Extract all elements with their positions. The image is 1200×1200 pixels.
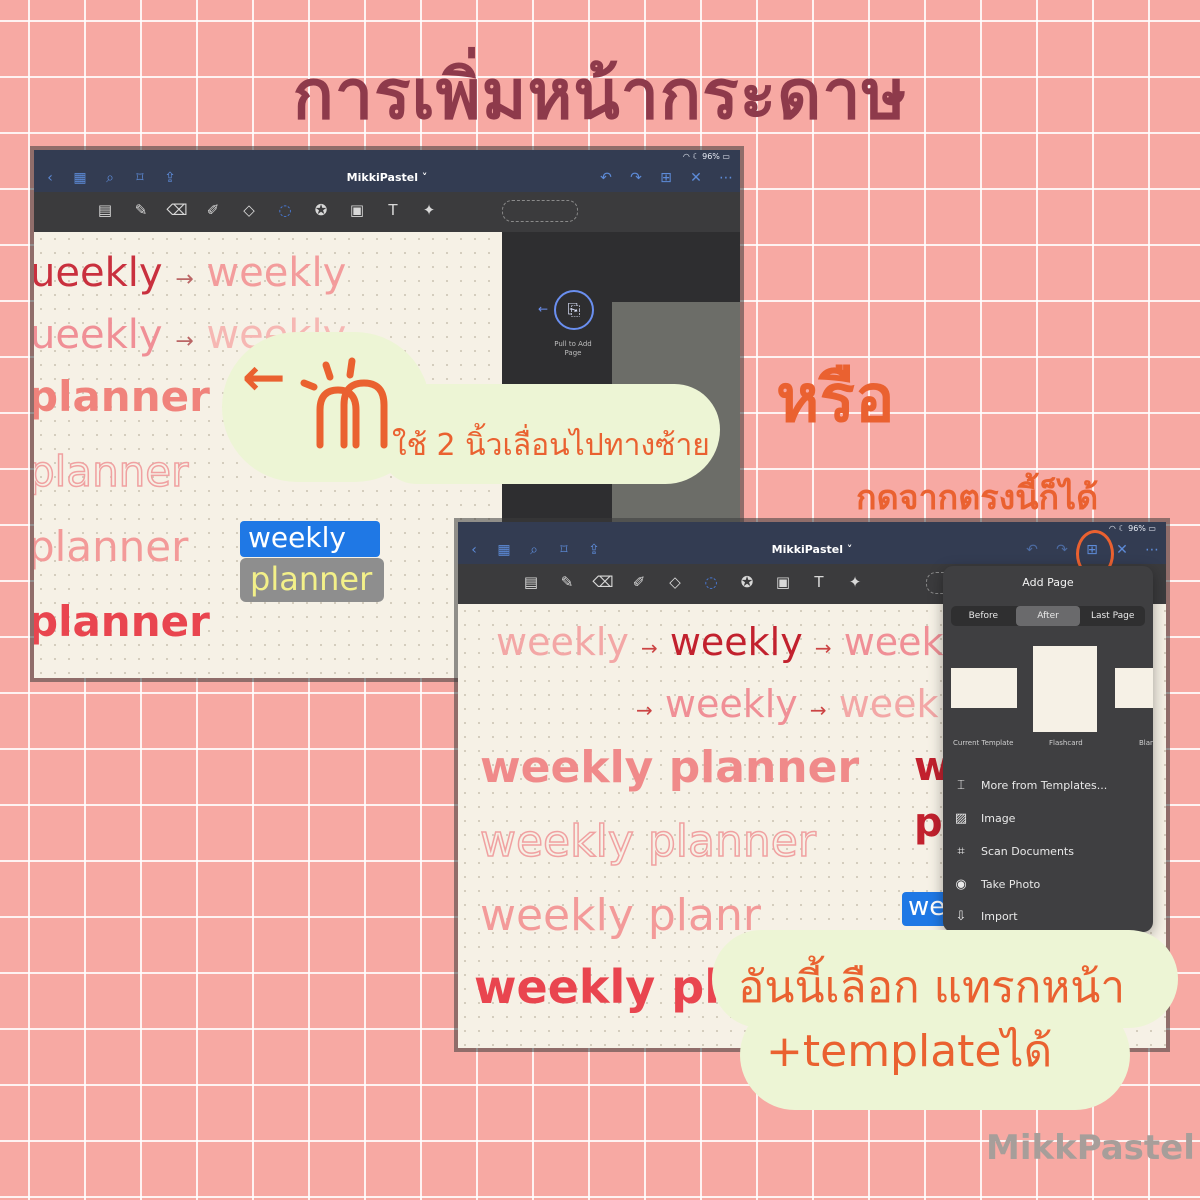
handwriting-planner: planner xyxy=(34,522,189,571)
page-title: การเพิ่มหน้ากระดาษ xyxy=(292,56,908,135)
tab-after[interactable]: After xyxy=(1015,606,1081,626)
handwriting-line: → weekly → week xyxy=(636,682,939,726)
pen-icon[interactable]: ✎ xyxy=(560,573,574,591)
arrow-left-icon: ← xyxy=(538,302,549,316)
bookmark-icon[interactable]: ⌑ xyxy=(560,542,568,558)
nav-bar: ‹ ▦ ⌕ ⌑ ⇪ MikkiPastel ˅ ↶ ↷ ⊞ ✕ ⋯ xyxy=(34,164,740,192)
scan-icon: ⌗ xyxy=(957,844,965,859)
templates-icon: ⌶ xyxy=(957,778,965,793)
handwriting-row: weekly pl xyxy=(474,960,720,1014)
search-icon[interactable]: ⌕ xyxy=(106,170,114,186)
share-icon[interactable]: ⇪ xyxy=(164,170,176,186)
handwriting-line: ueekly → weekly xyxy=(34,250,347,296)
shapes-icon[interactable]: ◇ xyxy=(243,201,255,219)
template-blank[interactable] xyxy=(1115,668,1153,708)
insert-position-segmented: Before After Last Page xyxy=(951,606,1145,626)
back-icon[interactable]: ‹ xyxy=(471,542,477,558)
handwriting-line: weekly → weekly → weeks xyxy=(496,620,964,664)
wifi-icon: ◠ ☾ xyxy=(1108,524,1129,533)
template-label: Blan xyxy=(1139,739,1153,747)
tab-before[interactable]: Before xyxy=(968,611,999,621)
menu-take-photo[interactable]: ◉Take Photo xyxy=(953,877,1040,892)
status-bar: ◠ ☾ 96% ▭ xyxy=(34,150,740,164)
choose-hint-text-2: +templateได้ xyxy=(766,1026,1053,1077)
add-page-popover: Add Page Before After Last Page Current … xyxy=(943,566,1153,932)
import-icon: ⇩ xyxy=(955,909,967,924)
more-icon[interactable]: ⋯ xyxy=(719,170,733,186)
choose-hint-text-1: อันนี้เลือก แทรกหน้า xyxy=(738,962,1126,1013)
back-icon[interactable]: ‹ xyxy=(47,170,53,186)
or-label: หรือ xyxy=(776,360,895,437)
lasso-icon[interactable]: ◌ xyxy=(704,573,718,591)
add-page-icon[interactable]: ⊞ xyxy=(660,170,672,186)
template-current[interactable] xyxy=(951,668,1017,708)
bookmark-icon[interactable]: ⌑ xyxy=(136,170,144,186)
sticker-weekly: weekly xyxy=(240,521,380,557)
menu-more-templates[interactable]: ⌶More from Templates... xyxy=(953,778,1107,793)
wifi-icon: ◠ ☾ xyxy=(682,152,703,161)
lasso-icon[interactable]: ◌ xyxy=(278,201,292,219)
pull-label: Pull to Add Page xyxy=(554,340,592,357)
share-icon[interactable]: ⇪ xyxy=(588,542,600,558)
highlighter-icon[interactable]: ✐ xyxy=(206,201,220,219)
color-picker-placeholder[interactable] xyxy=(502,200,578,222)
text-tool-icon[interactable]: T xyxy=(814,573,824,591)
image-tool-icon[interactable]: ▣ xyxy=(775,573,791,591)
swipe-hint-bubble-tail xyxy=(380,384,720,484)
pen-icon[interactable]: ✎ xyxy=(134,201,148,219)
choose-hint-bubble-lower xyxy=(740,1000,1130,1110)
sticker-icon[interactable]: ✪ xyxy=(314,201,328,219)
menu-image[interactable]: ▨Image xyxy=(954,811,1016,826)
handwriting-fragment: p xyxy=(914,800,943,846)
grid-icon[interactable]: ▦ xyxy=(497,542,511,558)
redo-icon[interactable]: ↷ xyxy=(1056,542,1068,558)
tool-bar: ▤ ✎ ⌫ ✐ ◇ ◌ ✪ ▣ T ✦ xyxy=(34,192,740,232)
two-finger-icon xyxy=(300,355,396,465)
laser-icon[interactable]: ✦ xyxy=(422,201,436,219)
image-tool-icon[interactable]: ▣ xyxy=(349,201,365,219)
reader-icon[interactable]: ▤ xyxy=(523,573,539,591)
handwriting-planner: planner xyxy=(34,372,210,421)
watermark: MikkPastel xyxy=(986,1128,1195,1168)
redo-icon[interactable]: ↷ xyxy=(630,170,642,186)
document-title[interactable]: MikkiPastel ˅ xyxy=(771,543,853,556)
swipe-gesture-icon: ← xyxy=(242,348,286,408)
laser-icon[interactable]: ✦ xyxy=(848,573,862,591)
menu-scan-documents[interactable]: ⌗Scan Documents xyxy=(953,844,1074,859)
document-title[interactable]: MikkiPastel ˅ xyxy=(346,171,428,184)
popover-title: Add Page xyxy=(1022,576,1074,589)
press-here-label: กดจากตรงนี้ก็ได้ xyxy=(856,478,1099,518)
handwriting-row: weekly planner xyxy=(479,815,816,868)
handwriting-row: weekly planner xyxy=(480,742,860,793)
template-label: Flashcard xyxy=(1049,739,1083,747)
add-page-circle-icon: ⎘ xyxy=(554,290,594,330)
tab-last-page[interactable]: Last Page xyxy=(1090,611,1135,621)
nav-bar: ‹ ▦ ⌕ ⌑ ⇪ MikkiPastel ˅ ↶ ↷ ⊞ ✕ ⋯ xyxy=(458,536,1166,564)
highlighter-icon[interactable]: ✐ xyxy=(632,573,646,591)
more-icon[interactable]: ⋯ xyxy=(1145,542,1159,558)
shapes-icon[interactable]: ◇ xyxy=(669,573,681,591)
text-tool-icon[interactable]: T xyxy=(388,201,398,219)
status-bar: ◠ ☾ 96% ▭ xyxy=(458,522,1166,536)
swipe-hint-text: ใช้ 2 นิ้วเลื่อนไปทางซ้าย xyxy=(392,428,710,463)
eraser-icon[interactable]: ⌫ xyxy=(166,201,188,219)
sticker-planner: planner xyxy=(240,558,384,602)
close-icon[interactable]: ✕ xyxy=(1116,542,1128,558)
reader-icon[interactable]: ▤ xyxy=(97,201,113,219)
undo-icon[interactable]: ↶ xyxy=(1026,542,1038,558)
menu-import[interactable]: ⇩Import xyxy=(953,909,1018,924)
grid-icon[interactable]: ▦ xyxy=(73,170,87,186)
handwriting-planner: planner xyxy=(34,446,189,497)
template-flashcard[interactable] xyxy=(1033,646,1097,732)
template-label: Current Template xyxy=(953,739,1014,747)
handwriting-planner: planner xyxy=(34,597,210,646)
search-icon[interactable]: ⌕ xyxy=(530,542,538,558)
eraser-icon[interactable]: ⌫ xyxy=(592,573,614,591)
undo-icon[interactable]: ↶ xyxy=(600,170,612,186)
camera-icon: ◉ xyxy=(955,877,967,892)
sticker-icon[interactable]: ✪ xyxy=(740,573,754,591)
close-icon[interactable]: ✕ xyxy=(690,170,702,186)
image-icon: ▨ xyxy=(954,811,968,826)
handwriting-row: weekly planr xyxy=(480,890,761,941)
